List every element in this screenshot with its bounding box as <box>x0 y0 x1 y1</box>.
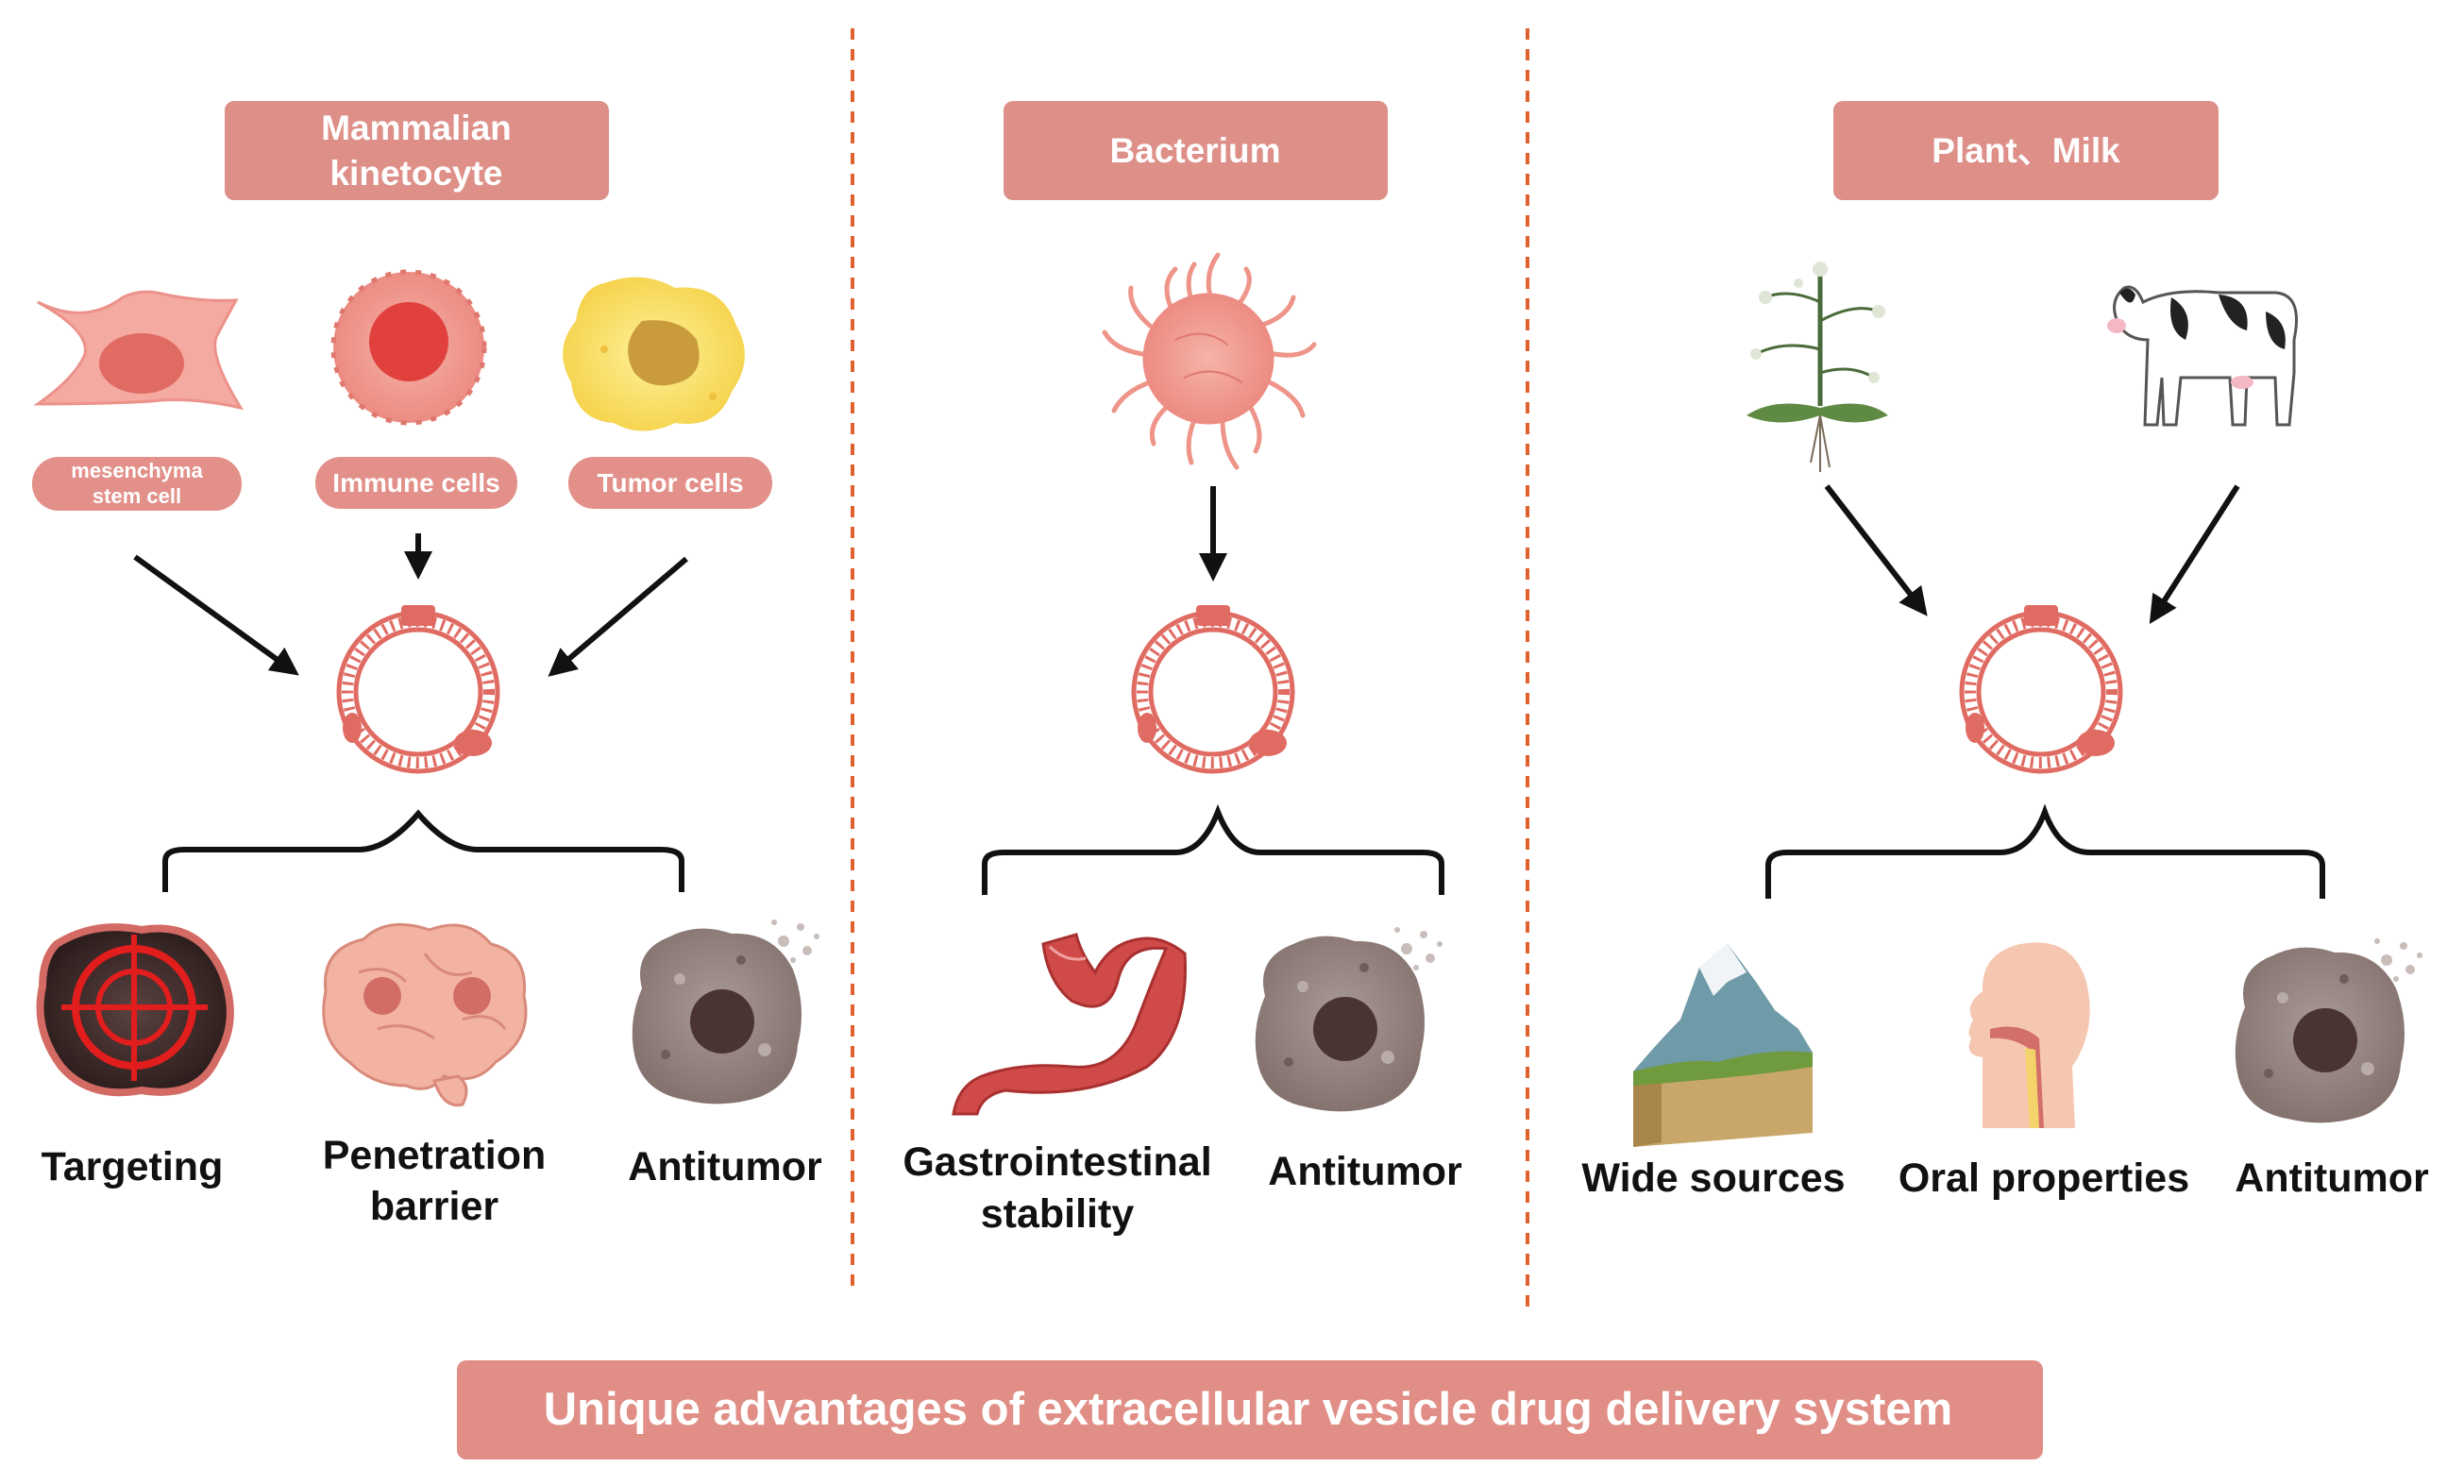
header-box-plant-milk <box>1833 101 2219 200</box>
advantage-label-penetration-line2: barrier <box>370 1184 499 1229</box>
dying-tumor-cell-icon-2 <box>1255 927 1443 1112</box>
target-tumor-icon <box>36 923 234 1097</box>
bacterium-icon <box>1102 252 1317 470</box>
header-bacterium: Bacterium <box>1110 131 1281 170</box>
panel-bacterium: Bacterium Gastrointestinal stability Ant… <box>903 101 1462 1237</box>
arrow-cow <box>2149 484 2240 625</box>
brain-icon <box>322 922 528 1107</box>
source-label-mesenchyma-line1: mesenchyma <box>71 459 203 482</box>
advantage-label-gi-line2: stability <box>981 1191 1135 1237</box>
dying-tumor-cell-icon-3 <box>2235 938 2422 1123</box>
header-mammalian-line1: Mammalian <box>321 109 512 147</box>
source-pill-immune <box>315 457 517 509</box>
brace-3 <box>1765 803 2325 899</box>
advantage-label-antitumor-3: Antitumor <box>2235 1155 2429 1201</box>
advantage-label-antitumor-1: Antitumor <box>628 1144 822 1189</box>
advantage-label-targeting: Targeting <box>42 1144 224 1189</box>
arrow-plant <box>1824 484 1928 616</box>
plant-icon <box>1747 261 1888 472</box>
advantage-label-penetration-line1: Penetration <box>323 1133 547 1178</box>
source-label-immune: Immune cells <box>332 468 499 497</box>
advantage-label-oral-properties: Oral properties <box>1899 1155 2189 1201</box>
mountain-landscape-icon <box>1633 944 1813 1147</box>
head-oral-icon <box>1968 942 2090 1128</box>
vesicle-icon-2 <box>1134 605 1292 771</box>
header-box-mammalian <box>225 101 609 200</box>
arrow-mesenchyma <box>133 554 299 676</box>
vesicle-icon-3 <box>1962 605 2120 771</box>
header-box-bacterium <box>1004 101 1388 200</box>
immune-cell-icon <box>330 269 487 426</box>
summary-banner <box>457 1360 2043 1459</box>
advantage-label-antitumor-2: Antitumor <box>1268 1149 1462 1194</box>
header-plant-milk: Plant、Milk <box>1932 131 2120 170</box>
vesicle-icon-1 <box>339 605 498 771</box>
source-pill-mesenchyma <box>32 457 242 511</box>
panel-mammalian: Mammalian kinetocyte mesenchyma stem cel… <box>32 101 822 1229</box>
advantage-label-gi-line1: Gastrointestinal <box>903 1139 1211 1185</box>
stomach-icon <box>952 933 1187 1116</box>
header-mammalian-line2: kinetocyte <box>329 154 502 193</box>
advantage-label-wide-sources: Wide sources <box>1581 1155 1845 1201</box>
source-pill-tumor <box>568 457 772 509</box>
source-label-mesenchyma-line2: stem cell <box>93 484 181 508</box>
dying-tumor-cell-icon-1 <box>632 919 819 1105</box>
summary-banner-text: Unique advantages of extracellular vesic… <box>544 1384 1952 1435</box>
source-label-tumor: Tumor cells <box>597 468 743 497</box>
arrow-tumor <box>548 556 688 677</box>
brace-1 <box>162 809 684 892</box>
cow-icon <box>2107 285 2298 427</box>
panel-plant-milk: Plant、Milk <box>1581 101 2429 1201</box>
mesenchymal-cell-icon <box>33 290 245 411</box>
tumor-cell-icon <box>563 277 745 431</box>
brace-2 <box>982 803 1444 895</box>
